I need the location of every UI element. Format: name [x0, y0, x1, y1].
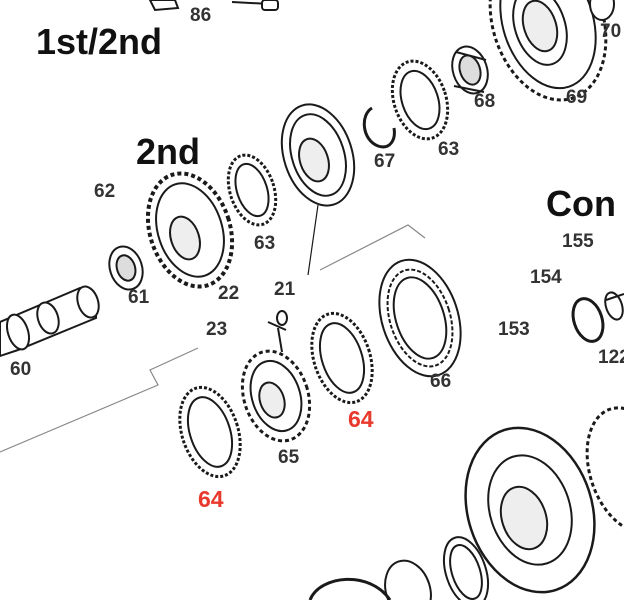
title-con-partial: Con	[546, 183, 616, 224]
label-70: 70	[600, 21, 622, 42]
gear-right-fragment	[585, 406, 624, 534]
label-63-lower: 63	[254, 233, 276, 254]
flange-bottom	[464, 426, 596, 594]
synchro-ring-64-left	[178, 385, 242, 479]
label-122-partial: 122	[598, 347, 624, 368]
bearing-68	[451, 45, 489, 95]
label-64-left: 64	[198, 486, 224, 512]
part-70	[589, 0, 615, 21]
label-60: 60	[10, 359, 32, 380]
label-62: 62	[94, 181, 116, 202]
part-86-fragment	[148, 0, 180, 12]
hub-65	[240, 349, 312, 443]
synchro-ring-63-upper	[390, 59, 450, 141]
snap-ring-67	[362, 106, 396, 149]
label-22: 22	[218, 283, 240, 304]
detent-parts	[267, 310, 288, 353]
bearing-61	[108, 245, 144, 291]
label-65: 65	[278, 447, 300, 468]
label-21: 21	[274, 279, 296, 300]
label-23: 23	[206, 319, 228, 340]
label-69: 69	[566, 87, 588, 108]
shaft-60	[0, 285, 100, 358]
label-64-right: 64	[348, 406, 374, 432]
label-68: 68	[474, 91, 496, 112]
label-63-upper: 63	[438, 139, 460, 160]
synchro-ring-64-right	[310, 311, 374, 405]
label-154: 154	[530, 267, 562, 288]
synchro-ring-63-lower	[226, 153, 278, 227]
gear-69	[488, 0, 608, 102]
label-86: 86	[190, 5, 212, 26]
label-155: 155	[562, 231, 594, 252]
label-61: 61	[128, 287, 150, 308]
sleeve-upper	[280, 103, 356, 207]
title-1st-2nd: 1st/2nd	[36, 21, 163, 62]
label-153: 153	[498, 319, 530, 340]
gear-62	[145, 171, 235, 289]
sleeve-66	[378, 258, 462, 378]
ring-153	[571, 297, 605, 343]
label-67: 67	[374, 151, 396, 172]
label-66: 66	[430, 371, 452, 392]
title-2nd: 2nd	[136, 131, 201, 172]
